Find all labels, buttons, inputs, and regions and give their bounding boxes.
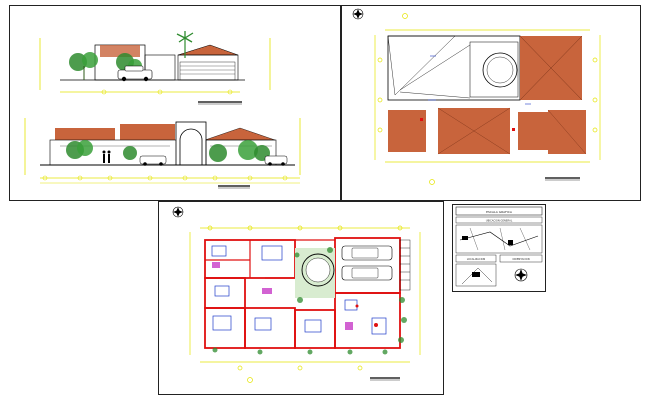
north-arrow-icon <box>172 206 184 218</box>
garage-cars <box>341 245 393 281</box>
orientation-label: ORIENTACION <box>512 257 529 261</box>
front-elevation <box>39 31 271 105</box>
legend-title: ESCALA GRAFICA <box>486 210 513 214</box>
legend-subtitle: UBICACION GENERAL <box>486 219 513 223</box>
site-map <box>455 263 497 287</box>
location-map <box>455 224 543 254</box>
north-arrow-icon <box>514 268 528 282</box>
roof-plan-sheet <box>341 5 641 201</box>
legend-panel <box>452 204 546 292</box>
side-elevation <box>24 118 301 189</box>
north-arrow-icon <box>352 8 364 20</box>
elevations-sheet <box>9 5 341 201</box>
location-label: LOCALIZACION <box>467 257 486 261</box>
